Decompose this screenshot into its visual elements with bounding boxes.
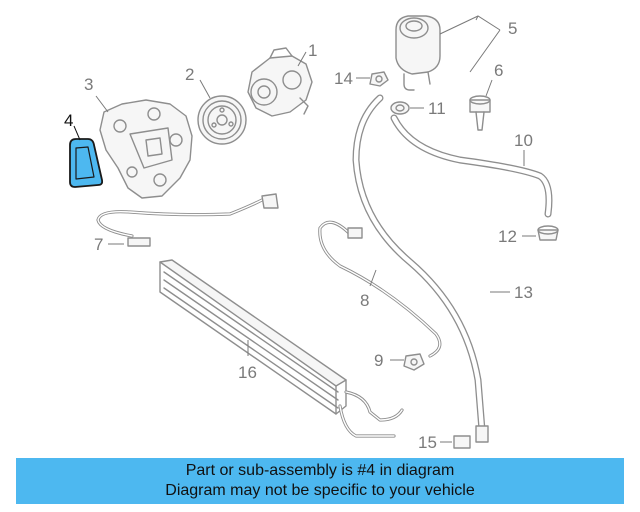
leader-1 [297,51,307,67]
pressure-hose [352,94,489,443]
connector-15 [453,435,471,449]
nut-12 [537,225,559,241]
callout-7: 7 [94,235,103,254]
reservoir-cap [469,95,491,131]
callout-13: 13 [514,283,533,302]
clamp-11 [390,101,410,115]
callout-6: 6 [494,61,503,80]
callout-10: 10 [514,131,533,150]
leader-2 [199,79,211,99]
callout-3: 3 [84,75,93,94]
callout-12: 12 [498,227,517,246]
fitting-14 [369,71,389,87]
power-steering-pump [247,47,313,117]
callout-2: 2 [185,65,194,84]
reservoir [395,15,441,91]
callout-16: 16 [238,363,257,382]
callout-14: 14 [334,69,353,88]
oil-cooler [159,259,404,438]
leader-5 [439,15,501,73]
leader-6 [485,79,493,97]
leader-3 [95,95,109,113]
callout-9: 9 [374,351,383,370]
leader-8 [369,269,377,287]
leader-4 [73,125,81,141]
highlighted-gasket [69,138,104,188]
line-8 [318,220,442,358]
info-banner: Part or sub-assembly is #4 in diagram Di… [16,458,624,504]
banner-line-2: Diagram may not be specific to your vehi… [165,482,475,499]
pulley [197,95,247,145]
callout-5: 5 [508,19,517,38]
mounting-bracket [99,99,193,199]
parts-diagram: 1 2 3 4 5 [64,15,559,452]
banner-line-1: Part or sub-assembly is #4 in diagram [185,462,455,479]
callout-4: 4 [64,111,73,130]
callout-15: 15 [418,433,437,452]
callout-11: 11 [428,99,446,118]
callout-1: 1 [308,41,317,60]
clamp-9 [403,353,425,371]
line-7 [96,193,279,247]
callout-8: 8 [360,291,369,310]
return-hose [390,114,553,218]
